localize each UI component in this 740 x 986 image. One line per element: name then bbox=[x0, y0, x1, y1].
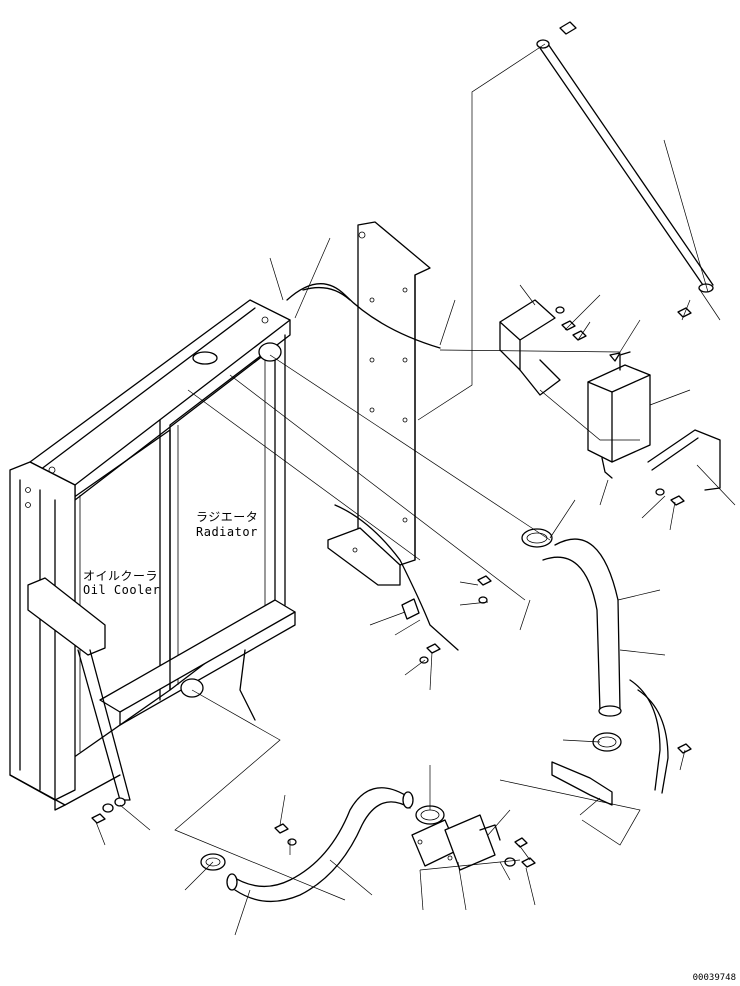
drawing-number: 00039748 bbox=[692, 973, 736, 983]
radiator-assembly bbox=[9, 299, 296, 811]
hose-clamp-2 bbox=[592, 732, 622, 752]
leader-lines bbox=[95, 43, 736, 936]
reservoir-bracket bbox=[499, 299, 561, 396]
mount-bracket bbox=[551, 761, 613, 806]
radiator-label-en: Radiator bbox=[196, 525, 258, 539]
overflow-hose bbox=[286, 282, 441, 349]
radiator-label-jp: ラジエータ bbox=[196, 510, 259, 524]
lower-hose bbox=[226, 787, 414, 903]
tank-band bbox=[647, 429, 721, 491]
hose-clamp-1 bbox=[521, 528, 553, 548]
upper-hose bbox=[542, 538, 622, 717]
tie-rod bbox=[536, 39, 714, 293]
shroud-plate bbox=[327, 221, 431, 586]
oil-cooler-label-jp: オイルクーラ bbox=[83, 569, 159, 583]
vent-hose bbox=[334, 504, 459, 651]
reservoir-tank bbox=[587, 351, 651, 479]
oil-cooler-label-en: Oil Cooler bbox=[83, 583, 161, 597]
outlet-flange bbox=[411, 814, 501, 871]
bolts bbox=[91, 21, 692, 868]
